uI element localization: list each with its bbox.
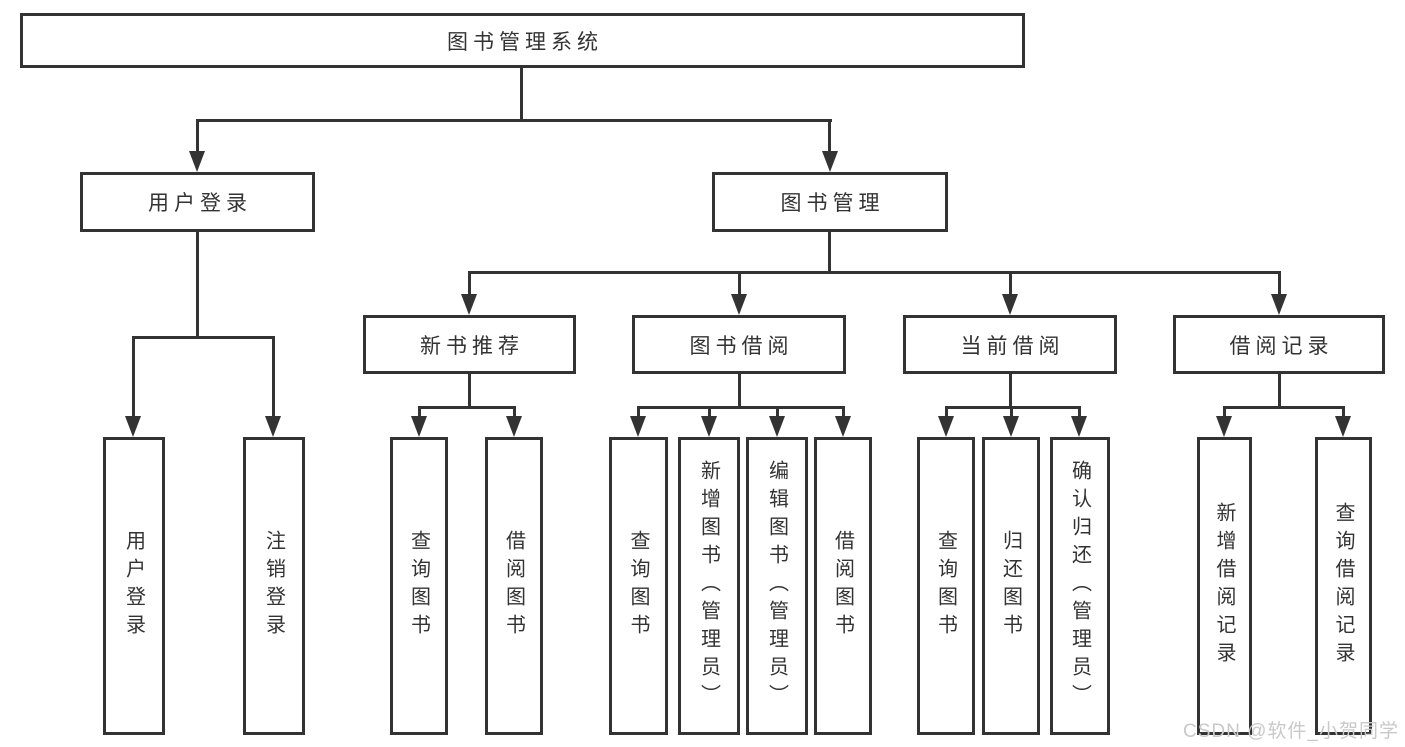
connector-drop (637, 408, 640, 420)
connector-hline (637, 406, 845, 409)
connector-drop (842, 408, 845, 420)
connector-drop (196, 120, 199, 153)
arrow-down-icon (938, 416, 954, 437)
node-borrow-records: 借阅记录 (1173, 315, 1385, 374)
leaf-user-login: 用户登录 (103, 437, 165, 735)
leaf-return-book: 归还图书 (982, 437, 1040, 735)
connector-stem (196, 232, 199, 338)
leaf-query-borrow-record: 查询借阅记录 (1315, 437, 1372, 735)
arrow-down-icon (265, 416, 281, 437)
arrow-down-icon (822, 151, 838, 172)
leaf-query-book-recommend: 查询图书 (390, 437, 448, 735)
csdn-watermark: CSDN @软件_小贺同学 (1183, 721, 1399, 742)
connector-stem (468, 374, 471, 408)
connector-hline (1223, 406, 1345, 409)
arrow-down-icon (411, 416, 427, 437)
arrow-down-icon (835, 416, 851, 437)
arrow-down-icon (1002, 294, 1018, 315)
arrow-down-icon (1271, 294, 1287, 315)
arrow-down-icon (461, 294, 477, 315)
connector-stem (1278, 374, 1281, 408)
node-book-management: 图书管理 (712, 172, 948, 232)
arrow-down-icon (731, 294, 747, 315)
arrow-down-icon (1216, 416, 1232, 437)
leaf-borrow-book-recommend: 借阅图书 (485, 437, 543, 735)
connector-stem (738, 374, 741, 408)
connector-stem (828, 232, 831, 273)
connector-drop (272, 338, 275, 420)
arrow-down-icon (189, 151, 205, 172)
arrow-down-icon (769, 416, 785, 437)
connector-drop (738, 273, 741, 296)
connector-hline (132, 336, 275, 339)
node-new-book-recommend: 新书推荐 (363, 315, 576, 374)
connector-hline (468, 271, 1281, 274)
arrow-down-icon (630, 416, 646, 437)
connector-hline (945, 406, 1081, 409)
connector-drop (418, 408, 421, 420)
connector-drop (1010, 408, 1013, 420)
node-user-login: 用户登录 (80, 172, 315, 232)
connector-drop (513, 408, 516, 420)
leaf-query-book-current: 查询图书 (917, 437, 975, 735)
arrow-down-icon (1071, 416, 1087, 437)
connector-drop (468, 273, 471, 296)
arrow-down-icon (125, 416, 141, 437)
node-book-borrow: 图书借阅 (632, 315, 846, 374)
leaf-borrow-book: 借阅图书 (814, 437, 872, 735)
leaf-add-borrow-record: 新增借阅记录 (1197, 437, 1252, 735)
connector-hline (196, 119, 832, 122)
leaf-query-book-borrow: 查询图书 (609, 437, 668, 735)
leaf-edit-book-admin: 编辑图书（管理员） (746, 437, 808, 735)
connector-stem (520, 68, 523, 121)
connector-drop (1223, 408, 1226, 420)
connector-drop (1278, 273, 1281, 296)
connector-drop (132, 338, 135, 420)
connector-hline (418, 406, 516, 409)
arrow-down-icon (701, 416, 717, 437)
connector-drop (945, 408, 948, 420)
leaf-logout: 注销登录 (243, 437, 305, 735)
node-library-system: 图书管理系统 (20, 13, 1025, 68)
node-current-borrow: 当前借阅 (903, 315, 1117, 374)
connector-drop (828, 120, 831, 153)
connector-drop (708, 408, 711, 420)
connector-drop (1342, 408, 1345, 420)
arrow-down-icon (506, 416, 522, 437)
leaf-add-book-admin: 新增图书（管理员） (678, 437, 740, 735)
connector-stem (1009, 374, 1012, 408)
connector-drop (1009, 273, 1012, 296)
connector-drop (776, 408, 779, 420)
arrow-down-icon (1335, 416, 1351, 437)
arrow-down-icon (1003, 416, 1019, 437)
connector-drop (1078, 408, 1081, 420)
leaf-confirm-return-admin: 确认归还（管理员） (1050, 437, 1110, 735)
